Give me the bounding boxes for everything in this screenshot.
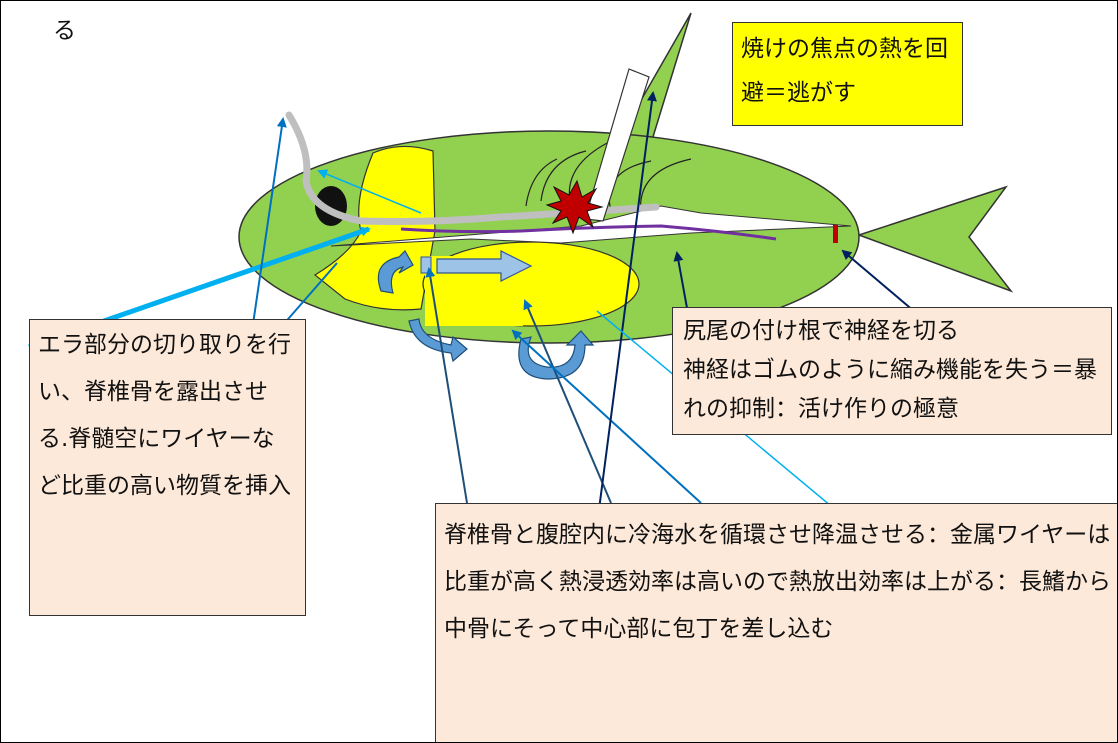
- spinal-nerve: [400, 224, 777, 241]
- curved-circulation-arrow-icon: [377, 250, 595, 380]
- top-text-fragment: る: [53, 18, 76, 44]
- nerve-cut-mark: [833, 225, 838, 243]
- knife: [584, 68, 650, 222]
- heat-focus-callout: 焼けの焦点の熱を回避＝逃がす: [732, 22, 963, 126]
- tail-nerve-callout: 尻尾の付け根で神経を切る 神経はゴムのように縮み機能を失う＝暴れの抑制：活け作り…: [672, 307, 1112, 435]
- cooling-callout: 脊椎骨と腹腔内に冷海水を循環させ降温させる：金属ワイヤーは比重が高く熱浸透効率は…: [435, 503, 1117, 742]
- flow-arrow: [436, 250, 533, 282]
- tail-fin: [856, 185, 1014, 293]
- red-star-burst-icon: [545, 179, 604, 235]
- gill-cut-callout: エラ部分の切り取りを行い、脊椎骨を露出させる.脊髄空にワイヤーなど比重の高い物質…: [29, 319, 306, 616]
